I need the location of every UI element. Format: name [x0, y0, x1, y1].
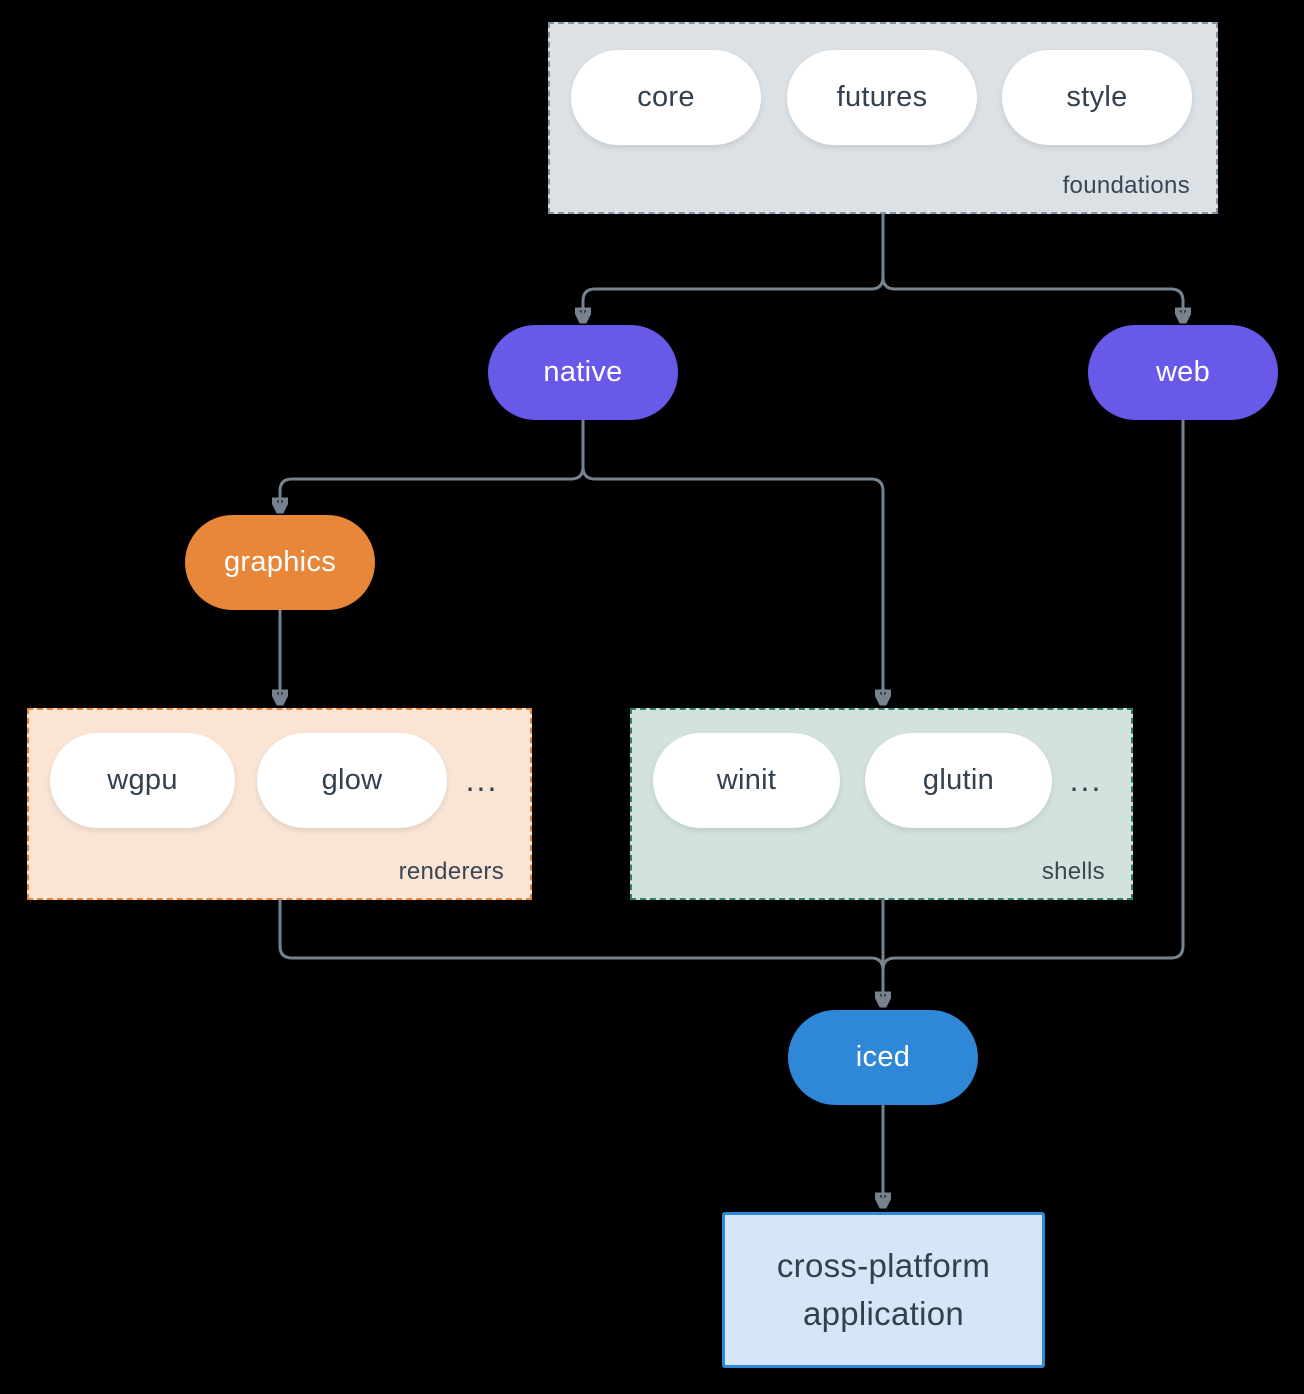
renderers-group-label: renderers	[398, 858, 504, 885]
node-iced: iced	[788, 1010, 978, 1105]
node-glutin: glutin	[865, 733, 1052, 828]
node-futures: futures	[787, 50, 977, 145]
edge-foundations-web	[881, 276, 1183, 322]
node-native: native	[488, 325, 678, 420]
node-web: web	[1088, 325, 1278, 420]
edge-native-graphics	[280, 466, 585, 512]
shells-ellipsis: ...	[1069, 762, 1103, 798]
foundations-group-label: foundations	[1062, 172, 1190, 199]
edge-renderers-merge	[278, 900, 885, 971]
node-graphics: graphics	[185, 515, 375, 610]
renderers-ellipsis: ...	[465, 762, 499, 798]
application-label-line2: application	[802, 1295, 965, 1332]
node-core: core	[571, 50, 761, 145]
node-winit: winit	[653, 733, 840, 828]
node-wgpu: wgpu	[50, 733, 235, 828]
application-label-line1: cross-platform	[776, 1247, 991, 1285]
node-glow: glow	[257, 733, 447, 828]
node-style: style	[1002, 50, 1192, 145]
shells-group-label: shells	[1041, 858, 1105, 885]
node-cross-platform-application: cross-platform application	[722, 1212, 1045, 1368]
edge-foundations-native	[583, 276, 885, 322]
edge-native-shells	[581, 466, 883, 704]
